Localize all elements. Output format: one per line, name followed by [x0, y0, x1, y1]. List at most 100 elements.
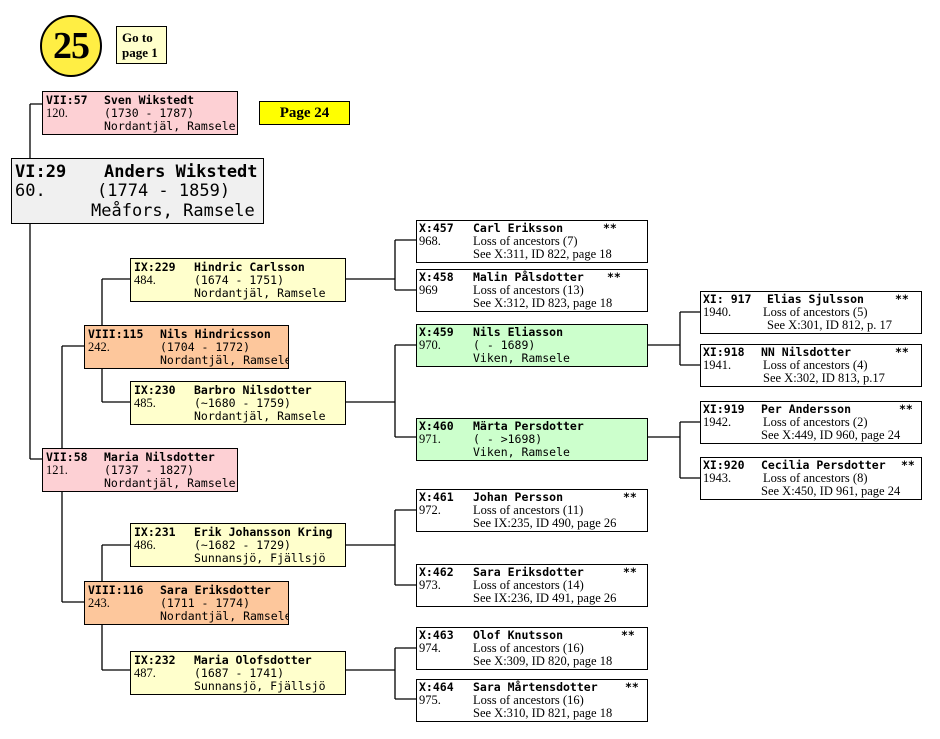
person-name: Sara Mårtensdotter — [473, 680, 598, 694]
person-name: Erik Johansson Kring — [194, 525, 333, 539]
person-name: Sara Eriksdotter — [473, 565, 584, 579]
person-name: Hindric Carlsson — [194, 260, 305, 274]
person-code: XI:920 — [703, 458, 745, 472]
duplicate-marker: ** — [623, 565, 637, 579]
person-number: 120. — [46, 106, 68, 120]
person-box-viii-116[interactable]: VIII:116 Sara Eriksdotter 243. (1711 - 1… — [84, 581, 289, 625]
person-code: X:462 — [419, 565, 454, 579]
person-number: 60. — [15, 181, 46, 201]
person-box-ix-232[interactable]: IX:232 Maria Olofsdotter 487. (1687 - 17… — [130, 651, 346, 695]
duplicate-marker: ** — [607, 270, 621, 284]
person-name: Cecilia Persdotter — [761, 458, 886, 472]
person-box-x-461[interactable]: X:461 Johan Persson ** 972. Loss of ance… — [416, 489, 648, 532]
person-place: Meåfors, Ramsele — [91, 201, 255, 221]
person-dates: (1737 - 1827) — [104, 463, 195, 477]
person-code: VII:58 — [46, 450, 88, 464]
person-dates: (1674 - 1751) — [194, 273, 285, 287]
person-number: 972. — [419, 503, 441, 517]
person-reference: See X:450, ID 961, page 24 — [761, 484, 901, 498]
person-box-xi-917[interactable]: XI: 917 Elias Sjulsson ** 1940. Loss of … — [700, 291, 922, 334]
person-code: IX:230 — [134, 383, 176, 397]
person-place: Viken, Ramsele — [473, 445, 570, 459]
person-reference: See X:310, ID 821, page 18 — [473, 706, 613, 720]
person-name: Märta Persdotter — [473, 419, 584, 433]
person-number: 121. — [46, 463, 68, 477]
person-info: Loss of ancestors (11) — [473, 503, 584, 517]
person-box-xi-919[interactable]: XI:919 Per Andersson ** 1942. Loss of an… — [700, 401, 922, 444]
person-reference: See X:301, ID 812, p. 17 — [767, 318, 892, 332]
person-reference: See X:309, ID 820, page 18 — [473, 654, 613, 668]
person-box-x-460[interactable]: X:460 Märta Persdotter 971. ( - >1698) V… — [416, 418, 648, 461]
person-info: Loss of ancestors (8) — [763, 471, 868, 485]
person-box-x-458[interactable]: X:458 Malin Pålsdotter ** 969 Loss of an… — [416, 269, 648, 312]
person-code: X:459 — [419, 325, 454, 339]
person-place: Nordantjäl, Ramsele — [194, 409, 326, 423]
person-info: Loss of ancestors (4) — [763, 358, 868, 372]
person-number: 485. — [134, 396, 156, 410]
person-reference: See X:311, ID 822, page 18 — [473, 247, 612, 261]
person-reference: See X:449, ID 960, page 24 — [761, 428, 901, 442]
person-box-ix-231[interactable]: IX:231 Erik Johansson Kring 486. (~1682 … — [130, 523, 346, 567]
person-box-x-459[interactable]: X:459 Nils Eliasson 970. ( - 1689) Viken… — [416, 324, 648, 367]
person-code: VII:57 — [46, 93, 88, 107]
person-dates: (1687 - 1741) — [194, 666, 285, 680]
person-reference: See X:312, ID 823, page 18 — [473, 296, 613, 310]
duplicate-marker: ** — [901, 458, 915, 472]
person-code: X:457 — [419, 221, 454, 235]
person-info: Loss of ancestors (14) — [473, 578, 584, 592]
person-name: Malin Pålsdotter — [473, 270, 584, 284]
duplicate-marker: ** — [621, 628, 635, 642]
person-dates: (1704 - 1772) — [160, 340, 251, 354]
person-number: 975. — [419, 693, 441, 707]
person-name: Sara Eriksdotter — [160, 583, 271, 597]
person-code: X:458 — [419, 270, 454, 284]
duplicate-marker: ** — [895, 345, 909, 359]
person-number: 243. — [88, 596, 110, 610]
person-code: VIII:116 — [88, 583, 144, 597]
person-place: Nordantjäl, Ramsele — [160, 609, 289, 623]
goto-page-1-button[interactable]: Go to page 1 — [116, 26, 167, 64]
person-dates: (1774 - 1859) — [97, 181, 231, 201]
person-number: 1942. — [703, 415, 732, 429]
person-box-ix-230[interactable]: IX:230 Barbro Nilsdotter 485. (~1680 - 1… — [130, 381, 346, 425]
person-name: Nils Eliasson — [473, 325, 564, 339]
person-number: 487. — [134, 666, 156, 680]
person-box-xi-918[interactable]: XI:918 NN Nilsdotter ** 1941. Loss of an… — [700, 344, 922, 387]
page-number: 25 — [53, 25, 90, 67]
person-dates: (1730 - 1787) — [104, 106, 195, 120]
person-box-root[interactable]: VI:29 Anders Wikstedt 60. (1774 - 1859) … — [11, 158, 264, 224]
person-place: Nordantjäl, Ramsele — [104, 119, 236, 133]
person-name: Nils Hindricsson — [160, 327, 271, 341]
duplicate-marker: ** — [895, 292, 909, 306]
person-box-viii-115[interactable]: VIII:115 Nils Hindricsson 242. (1704 - 1… — [84, 325, 289, 369]
person-code: XI:919 — [703, 402, 745, 416]
person-dates: (~1682 - 1729) — [194, 538, 291, 552]
person-name: Johan Persson — [473, 490, 564, 504]
person-number: 973. — [419, 578, 441, 592]
duplicate-marker: ** — [603, 221, 617, 235]
person-number: 969 — [419, 283, 438, 297]
goto-label-line2: page 1 — [122, 45, 158, 60]
person-dates: (~1680 - 1759) — [194, 396, 291, 410]
person-name: Maria Olofsdotter — [194, 653, 312, 667]
person-info: Loss of ancestors (13) — [473, 283, 584, 297]
person-number: 1941. — [703, 358, 732, 372]
person-number: 1940. — [703, 305, 732, 319]
person-box-vii-58[interactable]: VII:58 Maria Nilsdotter 121. (1737 - 182… — [42, 448, 238, 492]
person-box-x-463[interactable]: X:463 Olof Knutsson ** 974. Loss of ance… — [416, 627, 648, 670]
person-number: 974. — [419, 641, 441, 655]
page-24-link[interactable]: Page 24 — [259, 101, 350, 125]
person-box-x-462[interactable]: X:462 Sara Eriksdotter ** 973. Loss of a… — [416, 564, 648, 607]
person-info: Loss of ancestors (16) — [473, 641, 584, 655]
person-dates: ( - >1698) — [473, 432, 543, 446]
person-name: Olof Knutsson — [473, 628, 564, 642]
person-place: Viken, Ramsele — [473, 351, 570, 365]
person-box-vii-57[interactable]: VII:57 Sven Wikstedt 120. (1730 - 1787) … — [42, 91, 238, 135]
goto-label-line1: Go to — [122, 30, 153, 45]
person-code: XI:918 — [703, 345, 745, 359]
person-box-ix-229[interactable]: IX:229 Hindric Carlsson 484. (1674 - 175… — [130, 258, 346, 302]
person-box-xi-920[interactable]: XI:920 Cecilia Persdotter ** 1943. Loss … — [700, 457, 922, 500]
person-box-x-457[interactable]: X:457 Carl Eriksson ** 968. Loss of ance… — [416, 220, 648, 263]
person-box-x-464[interactable]: X:464 Sara Mårtensdotter ** 975. Loss of… — [416, 679, 648, 722]
